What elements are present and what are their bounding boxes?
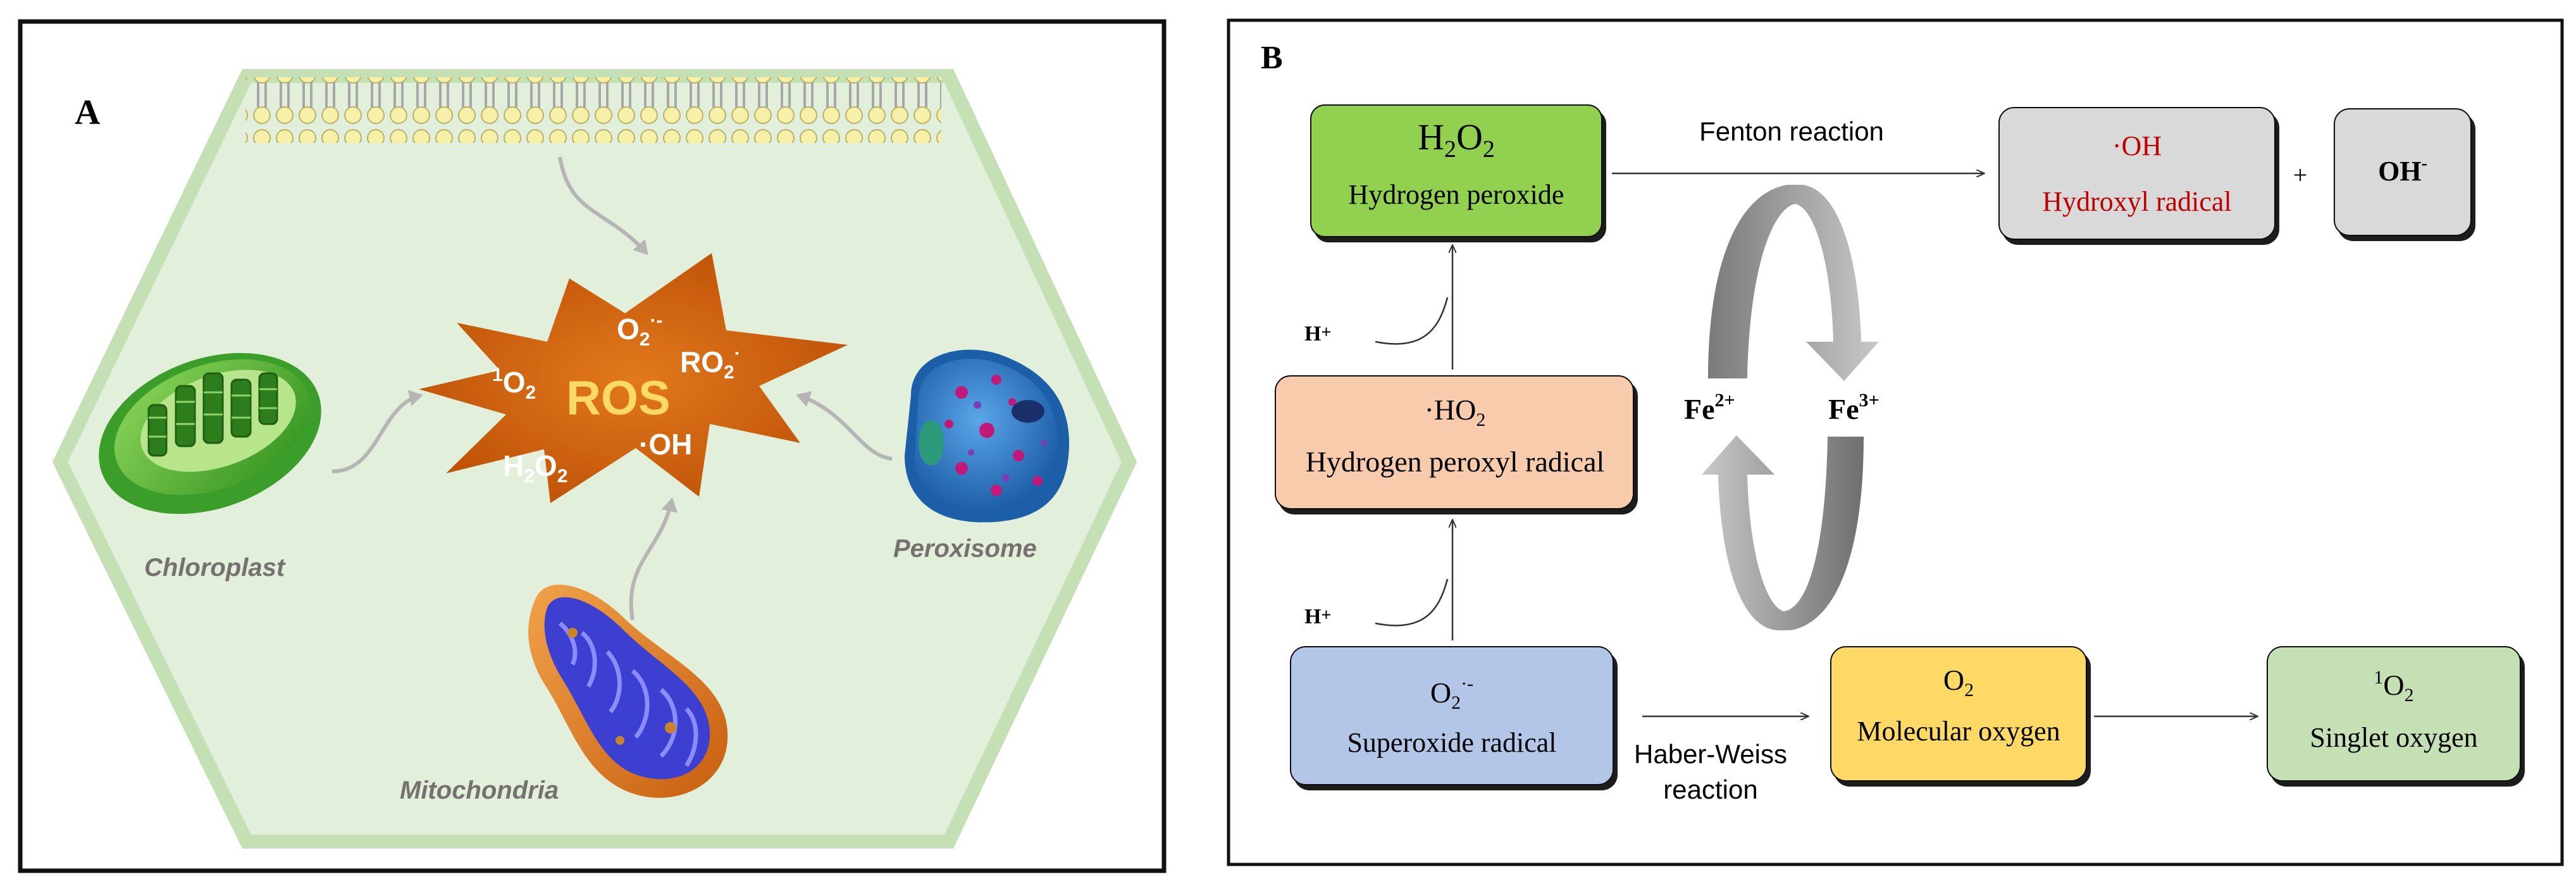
fe-cycle-upper-arc (1708, 185, 1879, 381)
hydroxyl-name: Hydroxyl radical (2042, 186, 2231, 217)
hydroxide-formula: OH- (2378, 154, 2427, 187)
molecular-oxygen-name: Molecular oxygen (1857, 716, 2060, 747)
ros-peroxide-label: H2O2 (503, 449, 567, 487)
peroxisome-label: Peroxisome (893, 535, 1037, 563)
reaction-arrows (1375, 173, 2257, 716)
chloroplast-image (99, 352, 321, 514)
molecular-oxygen-box: O2 Molecular oxygen (1830, 646, 2087, 782)
chloroplast-label: Chloroplast (144, 554, 286, 582)
ros-singlet-label: 1O2 (492, 364, 536, 403)
iron-redox-cycle (1702, 185, 1879, 630)
ho2-name: Hydrogen peroxyl radical (1306, 446, 1605, 478)
hydroxyl-radical-box: ·OH Hydroxyl radical (1998, 107, 2276, 240)
superoxide-name: Superoxide radical (1347, 727, 1556, 758)
cell-membrane (245, 77, 941, 143)
hplus-bottom-curve (1375, 578, 1449, 626)
hplus-top-curve (1375, 297, 1449, 345)
panel-a-label: A (75, 93, 101, 132)
singlet-oxygen-box: 1O2 Singlet oxygen (2267, 646, 2521, 782)
mitochondria-image (528, 584, 728, 798)
panel-b-label: B (1261, 40, 1283, 76)
svg-text:RO2·: RO2· (680, 343, 741, 383)
singlet-oxygen-name: Singlet oxygen (2310, 722, 2477, 753)
panel-a: A ROS O2·- RO2· 1O2 H2O2 ·OH (18, 19, 1167, 873)
ho2-formula: ·HO2 (1425, 394, 1486, 430)
chloroplast-arrow (331, 390, 423, 473)
hplus-top-label: H+ (1304, 322, 1331, 346)
ros-title: ROS (566, 371, 671, 425)
fenton-label: Fenton reaction (1699, 116, 1884, 146)
hydroxide-box: OH- (2334, 108, 2472, 236)
organelle-arrows (331, 156, 893, 621)
ros-peroxyl-label: RO2· (680, 343, 741, 383)
svg-text:1O2: 1O2 (492, 364, 536, 403)
h2o2-name: Hydrogen peroxide (1349, 179, 1564, 210)
fe2-label: Fe2+ (1684, 390, 1735, 425)
singlet-oxygen-formula: 1O2 (2374, 667, 2413, 706)
h2o2-formula: H2O2 (1418, 116, 1495, 163)
ros-burst (419, 253, 848, 503)
hplus-bottom-label: H+ (1304, 605, 1331, 628)
h2o2-box: H2O2 Hydrogen peroxide (1310, 104, 1602, 237)
hydroxyl-formula: ·OH (2112, 130, 2162, 161)
ho2-box: ·HO2 Hydrogen peroxyl radical (1275, 375, 1634, 509)
haber-weiss-label-line1: Haber-Weiss (1634, 739, 1787, 769)
mitochondria-label: Mitochondria (400, 776, 559, 804)
haber-weiss-label-line2: reaction (1663, 775, 1757, 804)
panel-b: B H2O2 Hydrogen peroxide ·OH Hydroxyl ra… (1227, 18, 2564, 866)
svg-text:H2O2: H2O2 (503, 449, 567, 487)
fe-cycle-lower-arc (1702, 435, 1864, 630)
peroxisome-arrow (796, 391, 893, 461)
membrane-arrow (558, 156, 648, 255)
svg-text:·OH: ·OH (639, 428, 692, 461)
mitochondria-arrow (629, 497, 678, 621)
superoxide-box: O2·- Superoxide radical (1290, 646, 1614, 785)
plus-sign: + (2293, 161, 2308, 189)
peroxisome-image (905, 349, 1069, 523)
ros-hydroxyl-label: ·OH (639, 428, 692, 461)
